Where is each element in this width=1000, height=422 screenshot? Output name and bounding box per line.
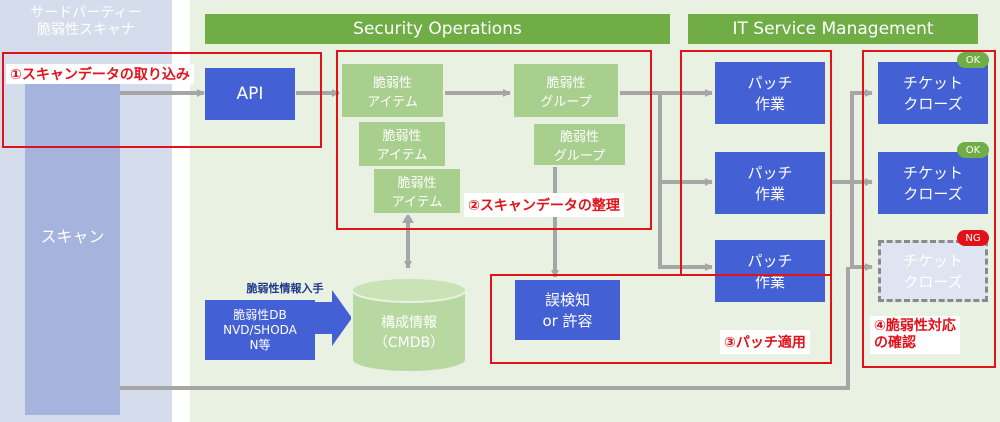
ticket-close-node-3: チケット クローズ bbox=[878, 240, 988, 302]
api-node: API bbox=[205, 68, 295, 120]
cmdb-cylinder bbox=[351, 277, 467, 373]
arrow-vuln-db-to-cmdb bbox=[315, 290, 352, 346]
step2-label: ②スキャンデータの整理 bbox=[464, 193, 624, 217]
lane-header-security-operations: Security Operations bbox=[205, 14, 670, 44]
lane-header-it-service-management: IT Service Management bbox=[688, 14, 978, 44]
scanner-title: サードパーティー 脆弱性スキャナ bbox=[30, 5, 142, 38]
patch-node-1: パッチ 作業 bbox=[715, 62, 825, 124]
ticket-close-node-2: チケット クローズ bbox=[878, 152, 988, 214]
vuln-item-node-3: 脆弱性 アイテム bbox=[372, 167, 462, 215]
step3-frame-lower bbox=[490, 274, 832, 364]
cmdb-label: 構成情報 （CMDB） bbox=[373, 315, 445, 351]
false-positive-node: 誤検知 or 許容 bbox=[515, 280, 620, 340]
patch-node-3: パッチ 作業 bbox=[715, 240, 825, 302]
status-badge-ok-2: OK bbox=[957, 142, 989, 158]
step4-frame bbox=[862, 50, 996, 368]
patch-node-2: パッチ 作業 bbox=[715, 152, 825, 214]
status-badge-ok-1: OK bbox=[957, 52, 989, 68]
scan-label: スキャン bbox=[40, 227, 105, 246]
vuln-group-node-2: 脆弱性 グループ bbox=[532, 122, 627, 167]
scanner-column bbox=[25, 70, 120, 415]
vuln-group-node-1: 脆弱性 グループ bbox=[512, 62, 620, 119]
step1-label: ①スキャンデータの取り込み bbox=[6, 64, 194, 84]
vuln-item-node-1: 脆弱性 アイテム bbox=[340, 62, 445, 119]
arrow-cmdb-up-head bbox=[402, 213, 414, 223]
ticket-close-node-1: チケット クローズ bbox=[878, 62, 988, 124]
step2-frame bbox=[336, 50, 652, 230]
step3-label: ③パッチ適用 bbox=[720, 330, 810, 354]
vuln-item-node-2: 脆弱性 アイテム bbox=[357, 120, 447, 168]
vuln-db-node: 脆弱性DB NVD/SHODA N等 bbox=[205, 300, 315, 360]
vuln-info-label: 脆弱性情報入手 bbox=[246, 282, 324, 295]
step3-frame bbox=[680, 50, 832, 276]
arrow-group-to-patch-3 bbox=[658, 182, 713, 271]
arrow-scan-to-itsm bbox=[120, 267, 850, 390]
status-badge-ng: NG bbox=[957, 230, 989, 246]
step1-frame bbox=[2, 52, 322, 148]
step4-label: ④脆弱性対応 の確認 bbox=[870, 316, 960, 354]
arrow-to-ticket-3 bbox=[850, 182, 873, 271]
